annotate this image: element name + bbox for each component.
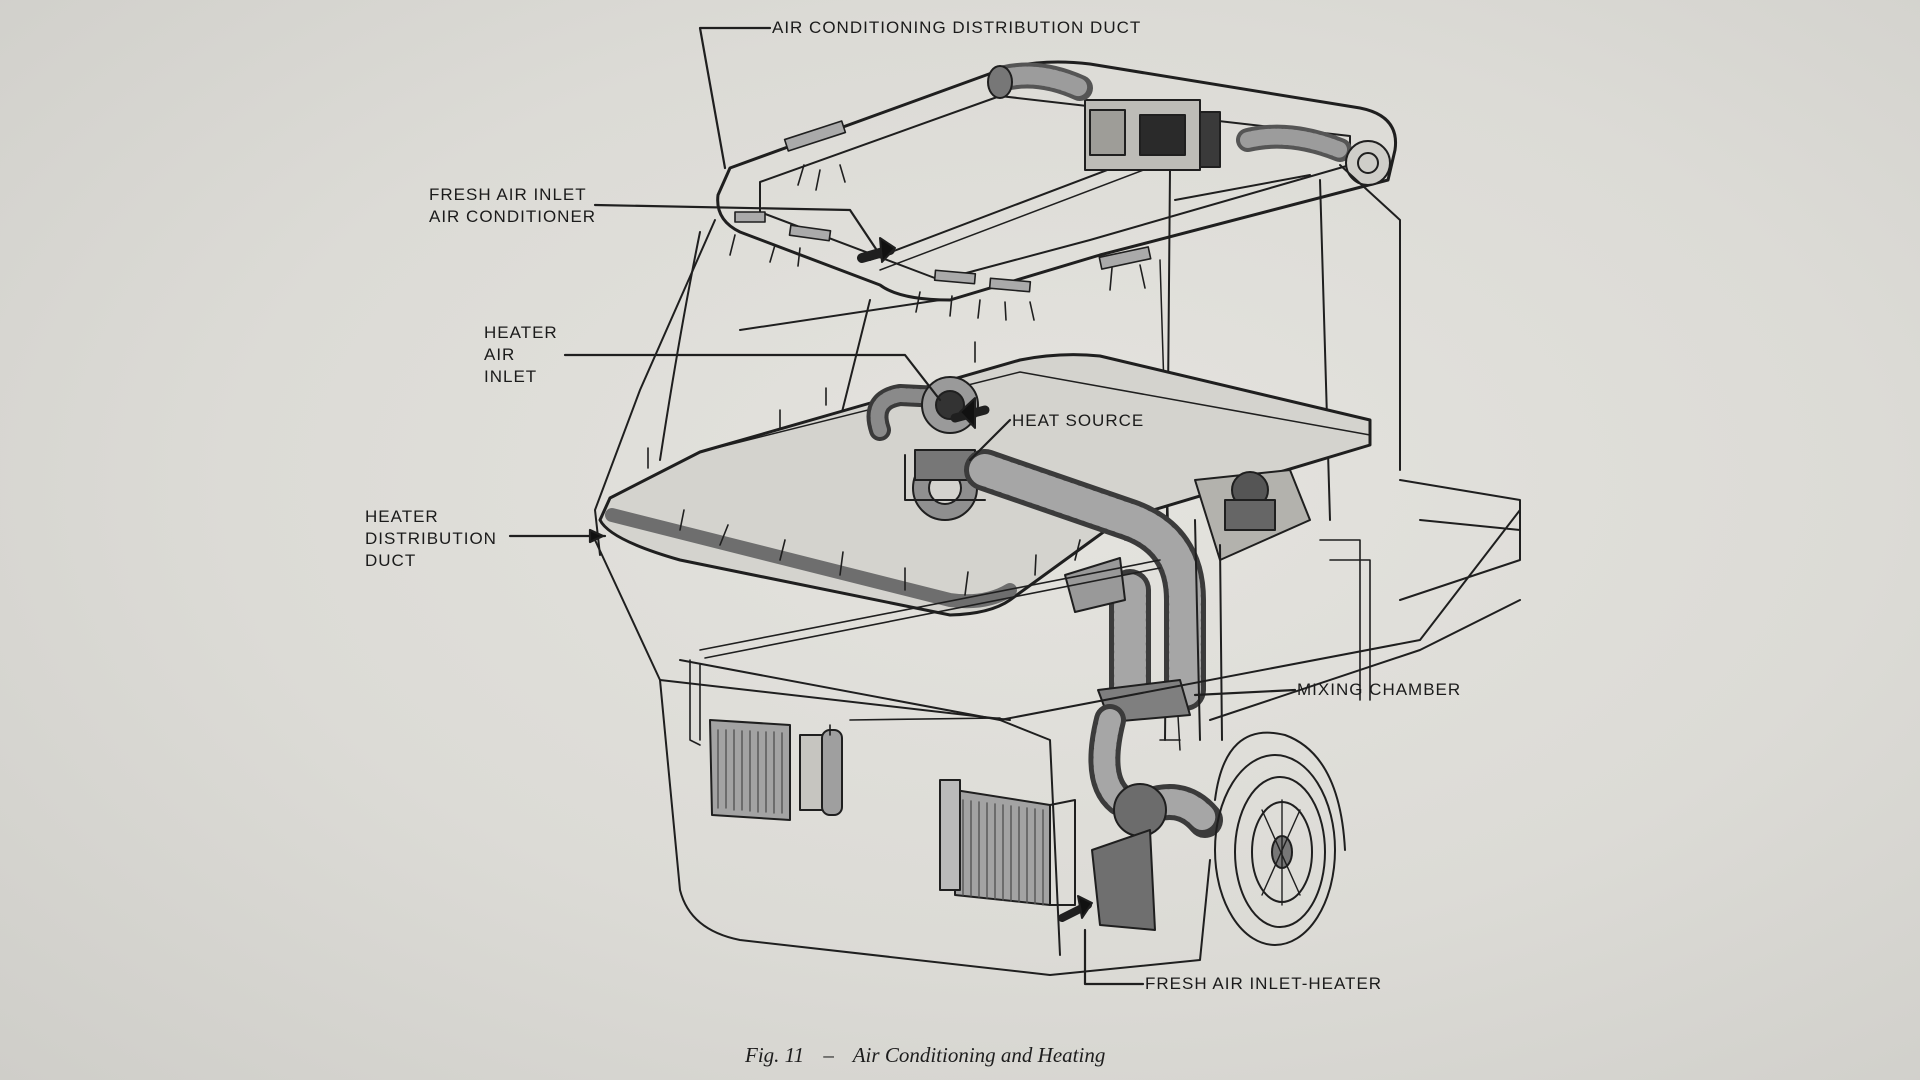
- figure-number: Fig. 11: [745, 1043, 805, 1067]
- leader-heater-air-inlet: [563, 353, 942, 402]
- label-fresh-air-inlet-heater: FRESH AIR INLET-HEATER: [1145, 974, 1383, 993]
- label-line: INLET: [484, 367, 538, 386]
- figure-title: Air Conditioning and Heating: [852, 1043, 1106, 1067]
- leader-fresh-air-inlet-heater: [1083, 928, 1145, 986]
- mixing-chamber-unit: [1088, 679, 1223, 931]
- figure-caption: Fig. 11 – Air Conditioning and Heating: [745, 1043, 1119, 1068]
- label-line: HEATER: [365, 507, 439, 526]
- leader-ac-distribution-duct: [698, 26, 772, 170]
- roof-ducts: [987, 62, 1391, 186]
- caption-dash: –: [823, 1043, 834, 1067]
- compressor: [1194, 469, 1311, 741]
- lower-body: [594, 479, 1521, 976]
- label-ac-distribution-duct: AIR CONDITIONING DISTRIBUTION DUCT: [772, 18, 1142, 37]
- label-line: FRESH AIR INLET: [429, 185, 587, 204]
- label-line: HEATER: [484, 323, 558, 342]
- heat-source-blower: [866, 376, 986, 521]
- label-heater-distribution-duct: HEATER DISTRIBUTION DUCT: [365, 506, 497, 572]
- ac-distribution-duct-ring: [716, 60, 1398, 302]
- label-mixing-chamber: MIXING CHAMBER: [1297, 680, 1462, 699]
- label-heater-air-inlet: HEATER AIR INLET: [484, 322, 558, 388]
- main-heater-duct: [964, 449, 1206, 711]
- leader-heat-source: [968, 418, 1012, 462]
- leader-fresh-air-inlet-ac: [593, 203, 880, 254]
- condenser-coil-right: [939, 779, 1076, 906]
- leader-mixing-chamber: [1193, 688, 1297, 697]
- label-heat-source: HEAT SOURCE: [1012, 411, 1145, 430]
- label-fresh-air-inlet-ac: FRESH AIR INLET AIR CONDITIONER: [429, 184, 596, 228]
- roof-ac-unit: [1084, 99, 1221, 171]
- label-line: AIR CONDITIONER: [429, 207, 597, 226]
- ac-outlets: [647, 120, 1152, 469]
- label-line: AIR: [484, 345, 516, 364]
- leader-lines: [508, 26, 1297, 986]
- refrigerant-piping: [689, 539, 1371, 746]
- front-wheel: [1214, 731, 1346, 946]
- condenser-coil-left: [709, 719, 843, 821]
- label-line: DUCT: [365, 551, 417, 570]
- fresh-air-inlet-arrows: [857, 237, 1093, 922]
- label-line: DISTRIBUTION: [365, 529, 497, 548]
